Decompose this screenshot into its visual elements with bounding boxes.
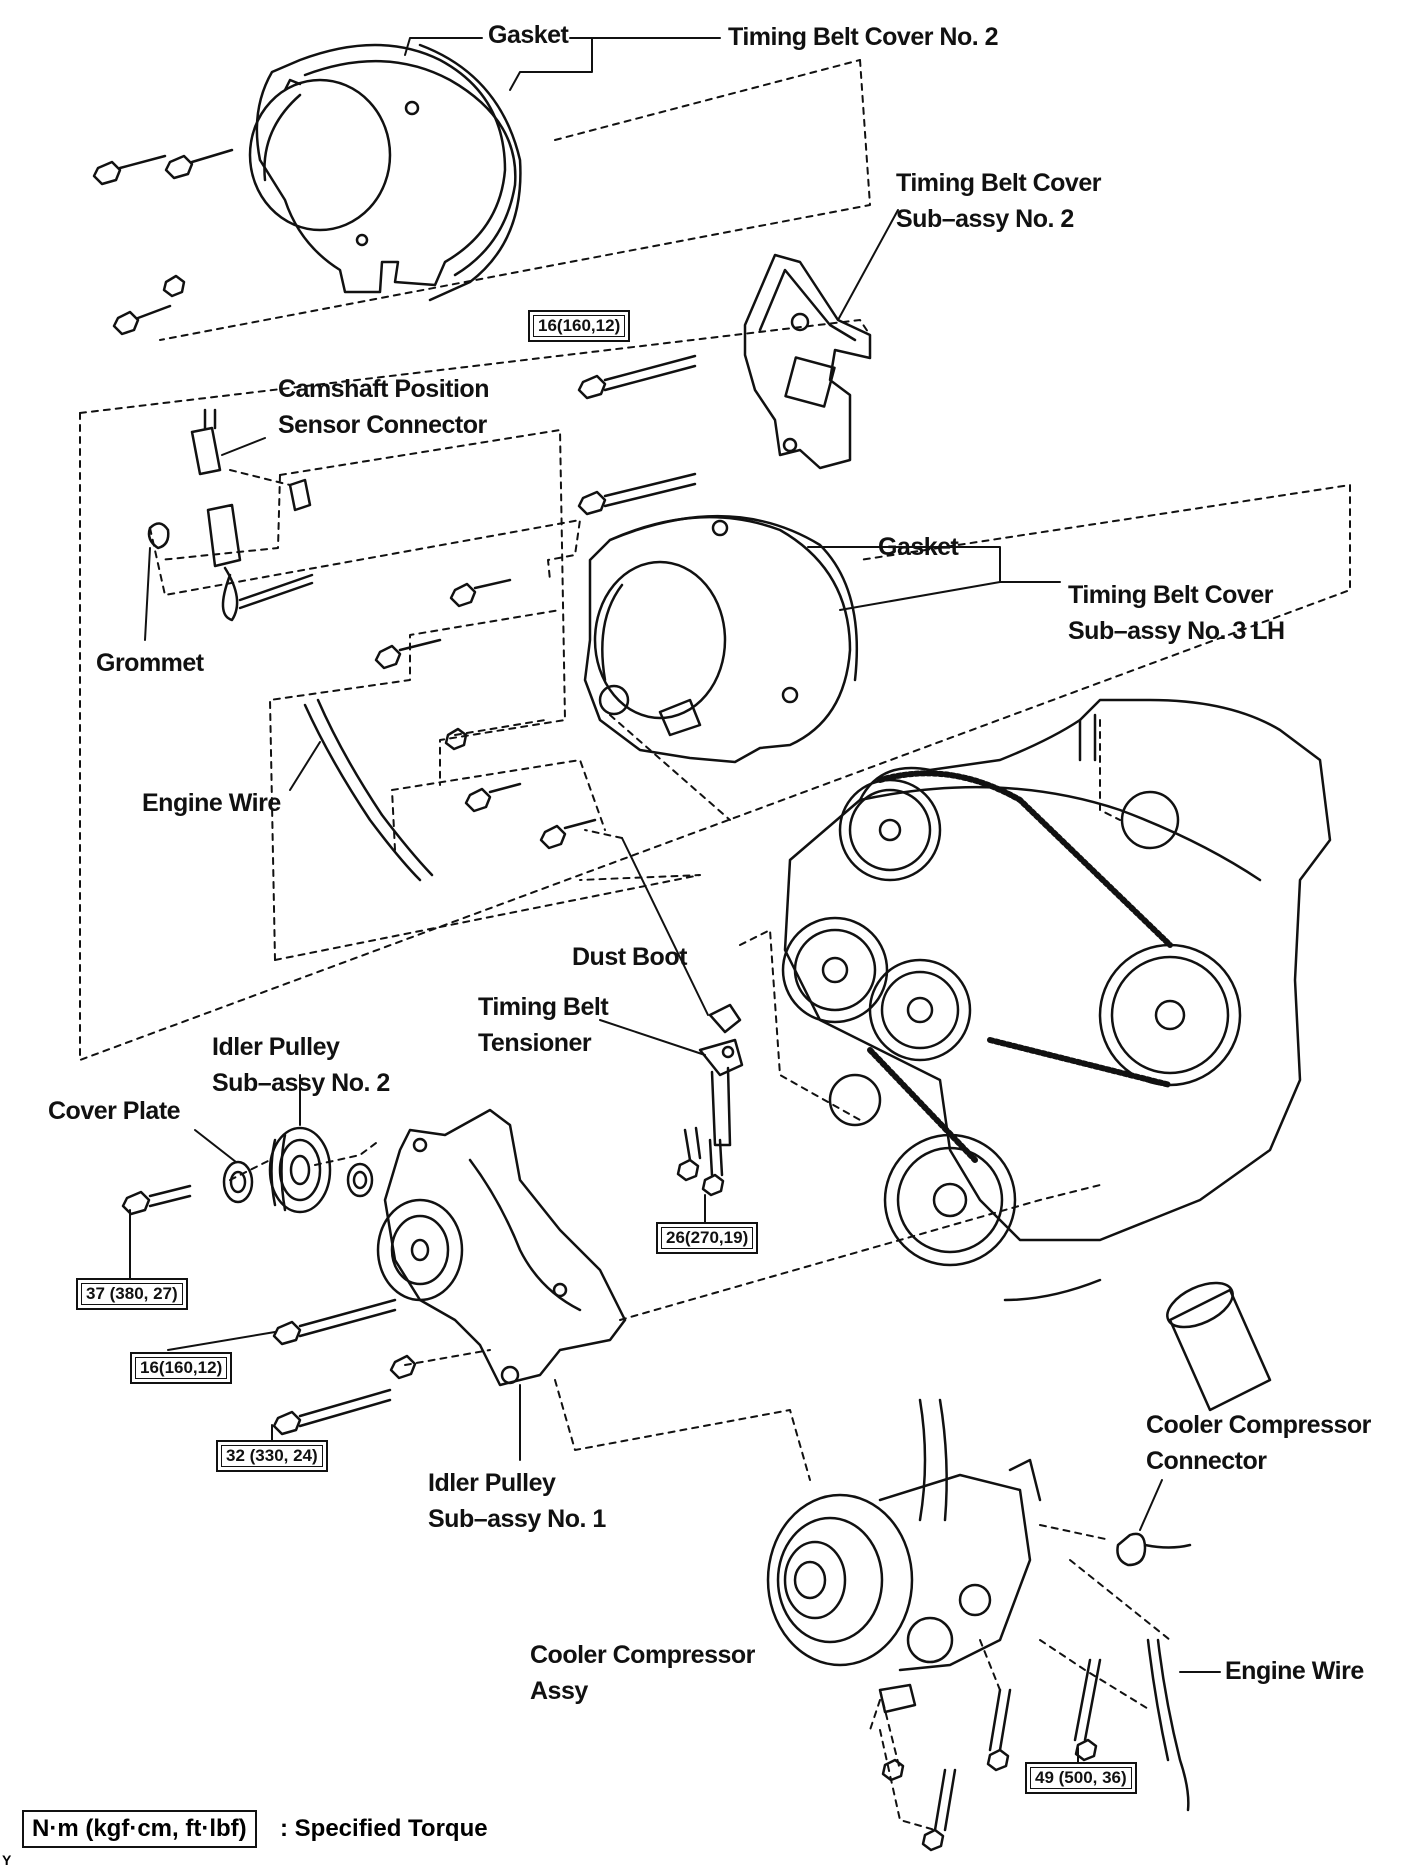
cooler-compressor-assy-label-line2: Assy (530, 1677, 588, 1705)
leader-lines (129, 37, 1221, 1763)
short-bolts-cover3 (374, 578, 597, 850)
gasket-top-label: Gasket (488, 21, 569, 49)
gasket-mid-label: Gasket (878, 533, 959, 561)
timing-belt-cover-subassy-no3-label-line1: Timing Belt Cover (1068, 581, 1273, 609)
cooler-compressor-connector-label-line2: Connector (1146, 1447, 1267, 1475)
torque-legend-text: : Specified Torque (280, 1815, 488, 1842)
cooler-compressor-connector-label-line1: Cooler Compressor (1146, 1411, 1371, 1439)
timing-belt-cover-subassy-no3-label-line2: Sub–assy No. 3 LH (1068, 617, 1285, 645)
timing-belt-cover-no2-part (248, 43, 522, 302)
torque-box-6: 49 (500, 36) (1025, 1762, 1137, 1794)
cooler-compressor-assy-label-line1: Cooler Compressor (530, 1641, 755, 1669)
idler-pulley-no1-label-line1: Idler Pulley (428, 1469, 556, 1497)
idler-pulley-no2-part (222, 1126, 374, 1214)
timing-belt-cover-subassy-no3-part (583, 515, 859, 764)
torque-box-5: 32 (330, 24) (216, 1440, 328, 1472)
idler-bolts (121, 1184, 417, 1436)
cooler-compressor-part (766, 1398, 1192, 1852)
dashed-lines (79, 59, 1351, 1831)
cover-plate-label: Cover Plate (48, 1097, 181, 1125)
grommet-label: Grommet (96, 649, 204, 677)
timing-belt-tensioner-part (676, 1003, 744, 1197)
engine-block-part (781, 698, 1332, 1412)
timing-belt-tensioner-label-line2: Tensioner (478, 1029, 592, 1057)
idler-pulley-no2-label-line2: Sub–assy No. 2 (212, 1069, 390, 1097)
engine-wire-left-part (303, 698, 434, 882)
timing-belt-cover-no2-label: Timing Belt Cover No. 2 (728, 23, 999, 51)
torque-box-4: 16(160,12) (130, 1352, 233, 1384)
torque-box-1: 16(160,12) (528, 310, 631, 342)
camshaft-sensor-label-line2: Sensor Connector (278, 411, 487, 439)
torque-box-3: 37 (380, 27) (76, 1278, 188, 1310)
camshaft-sensor-connector-part (147, 408, 314, 622)
corner-code: Y (2, 1852, 12, 1868)
timing-belt-tensioner-label-line1: Timing Belt (478, 993, 609, 1021)
timing-belt-cover-subassy-no2-label-line2: Sub–assy No. 2 (896, 205, 1074, 233)
top-bolts (92, 148, 234, 336)
camshaft-sensor-label-line1: Camshaft Position (278, 375, 489, 403)
engine-wire-left-label: Engine Wire (142, 789, 281, 817)
idler-pulley-no2-label-line1: Idler Pulley (212, 1033, 340, 1061)
dust-boot-label: Dust Boot (572, 943, 687, 971)
timing-belt-cover-subassy-no2-label-line1: Timing Belt Cover (896, 169, 1101, 197)
torque-legend-box: N·m (kgf·cm, ft·lbf) (22, 1810, 257, 1848)
torque-box-2: 26(270,19) (656, 1222, 759, 1254)
engine-wire-right-label: Engine Wire (1225, 1657, 1364, 1685)
idler-pulley-no1-label-line2: Sub–assy No. 1 (428, 1505, 606, 1533)
long-bolts-mid (577, 354, 697, 516)
timing-belt-cover-subassy-no2-part (743, 253, 872, 470)
idler-pulley-no1-part (376, 1108, 627, 1387)
